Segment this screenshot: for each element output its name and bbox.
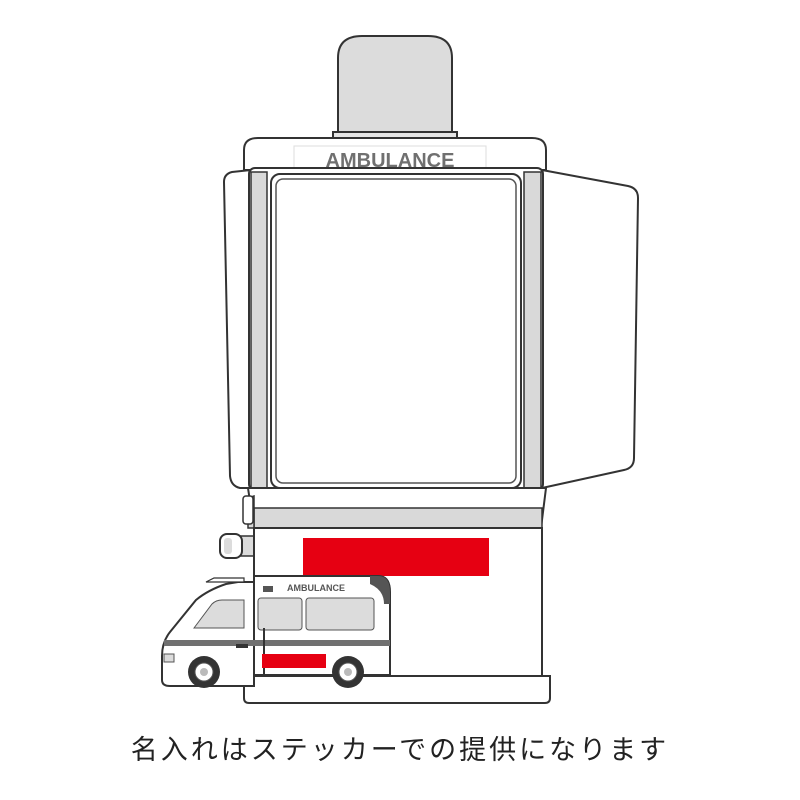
coin-handle-icon <box>219 533 257 559</box>
left-side-panel <box>222 168 252 489</box>
bottom-stand <box>243 675 551 704</box>
right-side-panel <box>541 168 640 490</box>
ambulance-capsule-machine-illustration: AMBULANCE <box>161 35 640 704</box>
mechanism-band <box>242 487 548 529</box>
beacon-light <box>332 35 458 143</box>
header-panel: AMBULANCE <box>243 137 547 172</box>
ambulance-vehicle-icon: AMBULANCE <box>161 575 391 688</box>
caption-text: 名入れはステッカーでの提供になります <box>130 735 670 766</box>
display-window <box>270 173 522 489</box>
header-ambulance-label: AMBULANCE <box>326 150 455 172</box>
name-sticker-area <box>303 538 489 576</box>
vehicle-ambulance-label: AMBULANCE <box>287 583 345 593</box>
